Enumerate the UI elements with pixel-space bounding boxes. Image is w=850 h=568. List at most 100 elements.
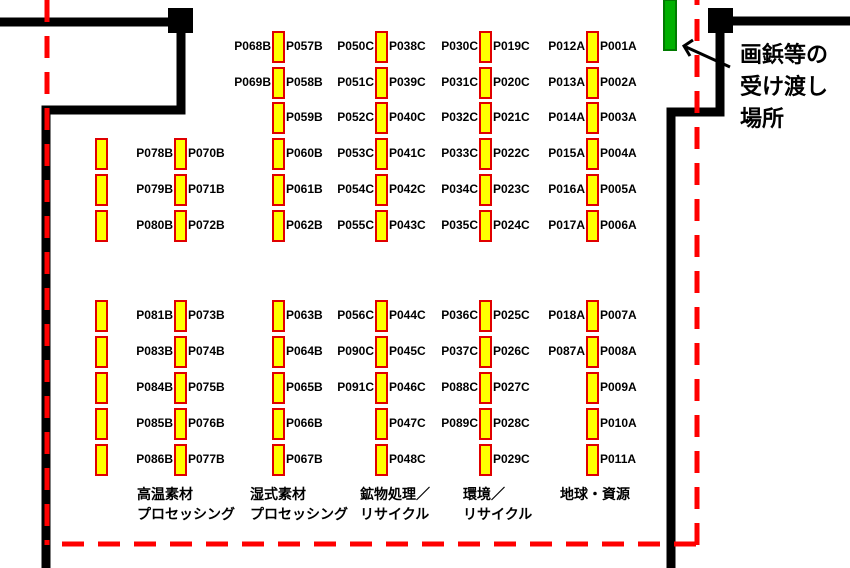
board-label-left: P086B [136, 452, 173, 466]
poster-board [272, 102, 285, 134]
board-label-right: P008A [600, 344, 637, 358]
poster-board [272, 444, 285, 476]
poster-board [95, 174, 108, 206]
poster-board [375, 408, 388, 440]
board-label-left: P079B [136, 182, 173, 196]
board-label-left: P081B [136, 308, 173, 322]
board-label-right: P027C [493, 380, 530, 394]
poster-board [479, 31, 492, 63]
poster-board [586, 138, 599, 170]
category-label-line: リサイクル [463, 507, 533, 523]
board-label-right: P011A [600, 452, 637, 466]
category-label-line: 高温素材 [137, 487, 193, 503]
category-label: 湿式素材プロセッシング [250, 485, 348, 525]
board-label-left: P017A [548, 218, 585, 232]
board-label-right: P048C [389, 452, 426, 466]
board-label-left: P035C [441, 218, 478, 232]
poster-board [375, 138, 388, 170]
category-label-line: リサイクル [360, 507, 430, 523]
category-label-line: 環境／ [463, 487, 505, 503]
handover-note-line: 受け渡し [740, 75, 829, 100]
board-label-right: P002A [600, 75, 637, 89]
board-label-left: P018A [548, 308, 585, 322]
board-label-left: P051C [337, 75, 374, 89]
handover-note-line: 画鋲等の [740, 43, 829, 68]
board-label-right: P070B [188, 146, 225, 160]
handover-note: 画鋲等の 受け渡し 場所 [740, 40, 828, 136]
poster-board [174, 408, 187, 440]
poster-board [375, 372, 388, 404]
board-label-left: P052C [337, 110, 374, 124]
poster-board [479, 67, 492, 99]
board-label-left: P069B [234, 75, 271, 89]
board-label-right: P043C [389, 218, 426, 232]
board-label-left: P034C [441, 182, 478, 196]
board-label-right: P003A [600, 110, 637, 124]
board-label-left: P089C [441, 416, 478, 430]
poster-board [174, 372, 187, 404]
board-label-right: P075B [188, 380, 225, 394]
board-label-left: P055C [337, 218, 374, 232]
board-label-right: P074B [188, 344, 225, 358]
board-label-right: P064B [286, 344, 323, 358]
poster-board [586, 174, 599, 206]
board-label-right: P022C [493, 146, 530, 160]
board-label-right: P065B [286, 380, 323, 394]
board-label-right: P029C [493, 452, 530, 466]
poster-board [95, 444, 108, 476]
board-label-right: P072B [188, 218, 225, 232]
poster-board [174, 138, 187, 170]
board-label-right: P063B [286, 308, 323, 322]
poster-board [272, 67, 285, 99]
exhibition-boundary [44, 0, 700, 547]
arrow-icon [681, 38, 731, 69]
category-label-line: プロセッシング [137, 507, 235, 523]
board-label-left: P087A [548, 344, 585, 358]
board-label-right: P077B [188, 452, 225, 466]
board-label-right: P007A [600, 308, 637, 322]
category-label: 環境／ リサイクル [463, 485, 532, 525]
category-label-line: プロセッシング [250, 507, 348, 523]
board-label-left: P013A [548, 75, 585, 89]
poster-board [586, 300, 599, 332]
poster-board [95, 210, 108, 242]
board-label-left: P056C [337, 308, 374, 322]
board-label-right: P047C [389, 416, 426, 430]
poster-board [586, 444, 599, 476]
poster-board [375, 444, 388, 476]
board-label-right: P073B [188, 308, 225, 322]
board-label-right: P025C [493, 308, 530, 322]
category-label: 鉱物処理／リサイクル [360, 485, 430, 525]
board-label-right: P046C [389, 380, 426, 394]
poster-board [95, 408, 108, 440]
board-label-right: P067B [286, 452, 323, 466]
poster-board [375, 210, 388, 242]
poster-board [375, 102, 388, 134]
category-label-line: 湿式素材 [250, 487, 306, 503]
board-label-left: P053C [337, 146, 374, 160]
board-label-right: P010A [600, 416, 637, 430]
poster-board [272, 372, 285, 404]
poster-board [375, 300, 388, 332]
board-label-right: P045C [389, 344, 426, 358]
poster-board [174, 444, 187, 476]
poster-board [479, 300, 492, 332]
board-label-left: P091C [337, 380, 374, 394]
board-label-left: P078B [136, 146, 173, 160]
board-label-left: P085B [136, 416, 173, 430]
poster-board [375, 31, 388, 63]
board-label-left: P030C [441, 39, 478, 53]
board-label-left: P036C [441, 308, 478, 322]
poster-board [272, 31, 285, 63]
board-label-left: P033C [441, 146, 478, 160]
poster-board [95, 138, 108, 170]
poster-board [272, 408, 285, 440]
board-label-right: P021C [493, 110, 530, 124]
board-label-right: P059B [286, 110, 323, 124]
board-label-right: P042C [389, 182, 426, 196]
board-label-left: P054C [337, 182, 374, 196]
poster-board [375, 67, 388, 99]
poster-board [272, 138, 285, 170]
poster-board [586, 67, 599, 99]
board-label-left: P012A [548, 39, 585, 53]
